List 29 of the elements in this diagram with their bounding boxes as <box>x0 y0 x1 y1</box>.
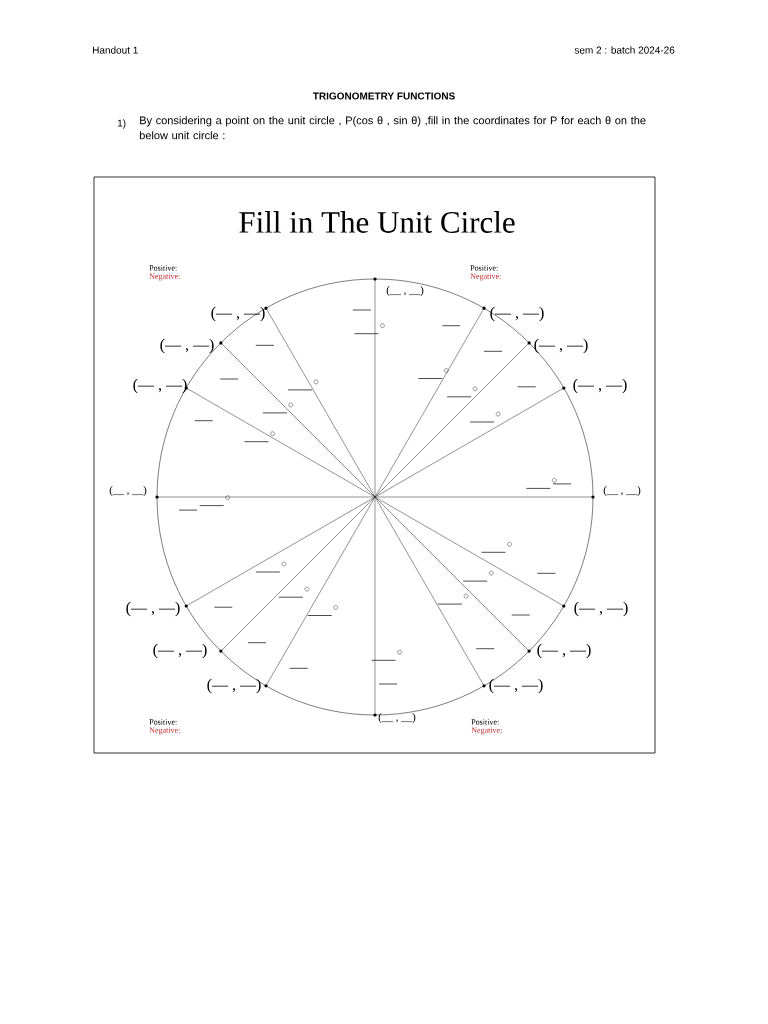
coordinate-blank: (__ , __) <box>378 713 416 723</box>
coordinate-blank: (— , —) <box>489 678 543 694</box>
question-number: 1) <box>117 119 126 129</box>
coordinate-blank: (— , —) <box>126 601 180 617</box>
sign-label: Negative: <box>149 273 180 281</box>
coordinate-blank: (— , —) <box>207 678 261 694</box>
header-text: Handout 1 <box>93 46 138 54</box>
coordinate-blank: (— , —) <box>573 378 627 394</box>
coordinate-blank: (— , —) <box>534 338 588 354</box>
sign-label: Positive: <box>470 265 498 271</box>
coordinate-blank: (— , —) <box>211 306 265 322</box>
coordinate-blank: (— , —) <box>537 643 591 659</box>
coordinate-blank: (__ , __) <box>109 486 147 496</box>
coordinate-blank: (— , —) <box>574 601 628 617</box>
coordinate-blank: (— , —) <box>160 338 214 354</box>
worksheet-heading: Fill in The Unit Circle <box>239 211 515 233</box>
coordinate-blank: (__ , __) <box>603 486 641 496</box>
header-text: sem 2 : batch 2024-26 <box>574 46 675 54</box>
sign-label: Negative: <box>470 273 501 281</box>
sign-label: Negative: <box>149 727 180 735</box>
question-text: By considering a point on the unit circle , P(cos θ , sin θ) ,fill in the coordinates for P for each θ on the below unit circle : <box>139 116 646 140</box>
sign-label: Negative: <box>471 727 502 735</box>
page-title: TRIGONOMETRY FUNCTIONS <box>312 92 455 100</box>
coordinate-blank: (— , —) <box>490 306 544 322</box>
coordinate-blank: (— , —) <box>153 643 207 659</box>
sign-label: Positive: <box>471 719 499 725</box>
sign-label: Positive: <box>149 265 177 271</box>
sign-label: Positive: <box>149 719 177 725</box>
coordinate-blank: (__ , __) <box>386 286 424 296</box>
